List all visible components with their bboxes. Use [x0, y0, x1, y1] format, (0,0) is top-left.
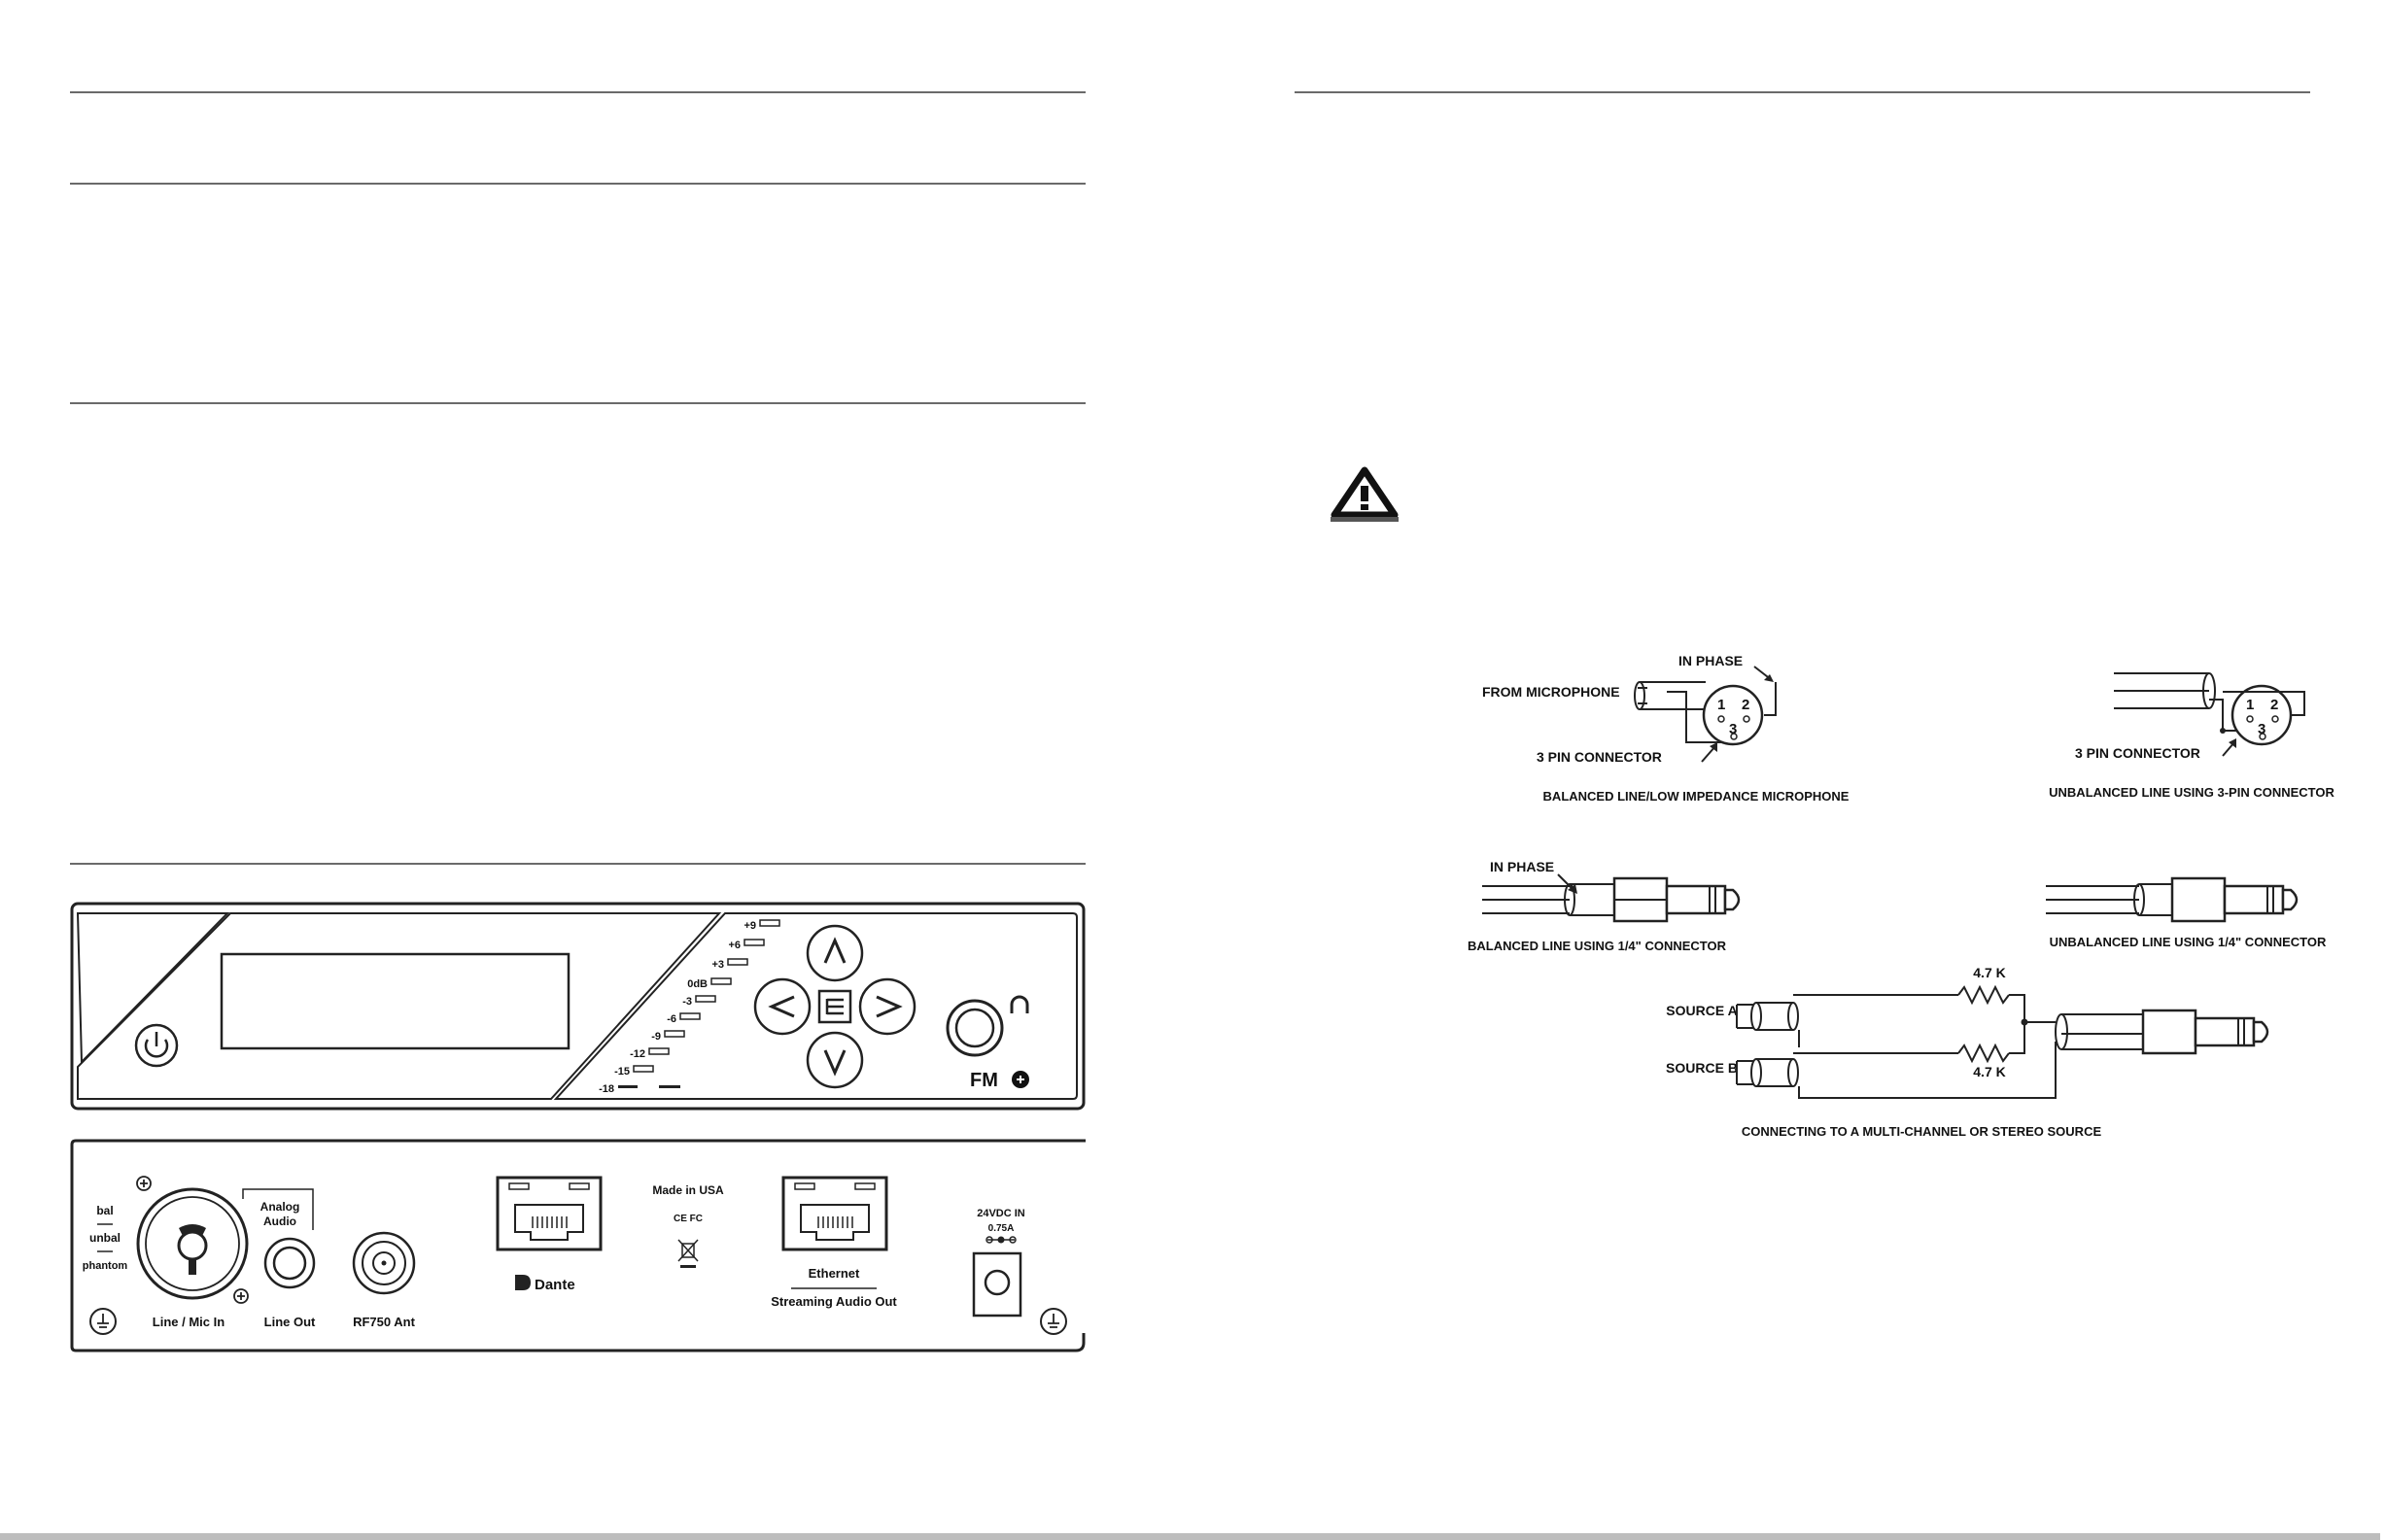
balanced-xlr-diagram: IN PHASE FROM MICROPHONE 1 2 3 3 PIN CON… — [1482, 653, 1850, 804]
wiring-diagrams: IN PHASE FROM MICROPHONE 1 2 3 3 PIN CON… — [1468, 653, 2334, 1139]
pin-3: 3 — [2258, 721, 2265, 737]
pin-connector-label: 3 PIN CONNECTOR — [1537, 749, 1662, 765]
source-b-label: SOURCE B — [1666, 1060, 1738, 1076]
bal-label: bal — [96, 1204, 113, 1217]
meter-label: -9 — [651, 1031, 661, 1043]
in-phase-label: IN PHASE — [1678, 653, 1743, 668]
meter-label: -12 — [630, 1048, 645, 1060]
level-meter: +9 +6 +3 0dB -3 -6 -9 -12 -15 -18 — [599, 919, 780, 1095]
meter-label: -15 — [614, 1066, 630, 1078]
right-page: IN PHASE FROM MICROPHONE 1 2 3 3 PIN CON… — [1191, 0, 2380, 1540]
unbalanced-xlr-diagram: 1 2 3 3 PIN CONNECTOR UNBALANCED LINE US… — [2049, 672, 2334, 800]
resistor-value-label: 4.7 K — [1973, 1064, 2005, 1079]
analog-label: Analog — [260, 1200, 300, 1214]
pin-connector-label: 3 PIN CONNECTOR — [2075, 745, 2200, 761]
nav-left-button[interactable] — [753, 977, 812, 1036]
audio-label: Audio — [263, 1215, 296, 1228]
line-out-jack[interactable] — [263, 1237, 316, 1289]
balanced-xlr-caption: BALANCED LINE/LOW IMPEDANCE MICROPHONE — [1543, 789, 1850, 804]
source-a-label: SOURCE A — [1666, 1003, 1737, 1018]
ce-fcc-label: CE FC — [674, 1214, 703, 1224]
meter-label: -3 — [682, 996, 692, 1008]
pin-1: 1 — [2246, 697, 2254, 713]
front-panel-illustration: +9 +6 +3 0dB -3 -6 -9 -12 -15 -18 — [70, 902, 1086, 1111]
plus-icon — [233, 1288, 249, 1304]
weee-bin-icon — [677, 1239, 699, 1268]
phantom-label: phantom — [83, 1260, 128, 1272]
from-mic-label: FROM MICROPHONE — [1482, 684, 1620, 700]
left-page: +9 +6 +3 0dB -3 -6 -9 -12 -15 -18 — [0, 0, 1190, 1540]
caution-icon — [1331, 466, 1399, 522]
page-bottom-band — [0, 1533, 2380, 1540]
multichannel-diagram: 4.7 K SOURCE A SOURCE B 4.7 K — [1666, 965, 2269, 1139]
meter-label: +3 — [711, 959, 724, 971]
pin-2: 2 — [2270, 697, 2278, 713]
rf-antenna-connector[interactable] — [352, 1231, 416, 1295]
unbalanced-xlr-caption: UNBALANCED LINE USING 3-PIN CONNECTOR — [2049, 785, 2334, 800]
balanced-quarter-caption: BALANCED LINE USING 1/4" CONNECTOR — [1468, 939, 1727, 953]
brand-mark: FM — [970, 1070, 998, 1091]
nav-right-button[interactable] — [858, 977, 916, 1036]
meter-label: 0dB — [687, 978, 708, 990]
pin-1: 1 — [1717, 697, 1725, 713]
dante-label: Dante — [535, 1277, 575, 1293]
dante-network-port[interactable] — [496, 1176, 603, 1251]
meter-label: -6 — [667, 1013, 676, 1025]
ground-screw-icon — [89, 1308, 117, 1335]
unbalanced-quarter-diagram: UNBALANCED LINE USING 1/4" CONNECTOR — [2046, 876, 2327, 949]
power-button[interactable] — [134, 1023, 179, 1068]
dante-logo-icon — [515, 1275, 531, 1290]
section-rule — [1295, 91, 2310, 93]
section-rule — [70, 91, 1086, 93]
resistor-value-label: 4.7 K — [1973, 965, 2005, 980]
multichannel-caption: CONNECTING TO A MULTI-CHANNEL OR STEREO … — [1742, 1124, 2102, 1139]
plus-icon — [136, 1176, 152, 1191]
pin-2: 2 — [1742, 697, 1749, 713]
dc-in-label: 24VDC IN — [977, 1208, 1025, 1219]
ethernet-streaming-port[interactable] — [781, 1176, 888, 1251]
unbal-label: unbal — [89, 1231, 121, 1245]
section-rule — [70, 863, 1086, 865]
line-out-label: Line Out — [264, 1315, 316, 1329]
rear-panel-illustration: bal unbal phantom Line / Mi — [70, 1139, 1086, 1352]
in-phase-label: IN PHASE — [1490, 859, 1554, 874]
section-rule — [70, 183, 1086, 185]
nav-up-button[interactable] — [806, 924, 864, 982]
streaming-label: Streaming Audio Out — [771, 1294, 897, 1309]
lcd-display — [220, 952, 571, 1050]
section-rule — [70, 402, 1086, 404]
headphone-icon — [1010, 995, 1029, 1013]
rf-ant-label: RF750 Ant — [353, 1315, 415, 1329]
dc-power-jack[interactable] — [972, 1251, 1022, 1318]
unbalanced-quarter-caption: UNBALANCED LINE USING 1/4" CONNECTOR — [2050, 935, 2327, 949]
dc-polarity-icon — [986, 1236, 1017, 1244]
assistive-listening-icon — [1012, 1071, 1029, 1088]
dc-amp-label: 0.75A — [988, 1223, 1015, 1234]
made-in-label: Made in USA — [652, 1183, 724, 1197]
meter-label: -18 — [599, 1083, 614, 1095]
line-mic-input-jack[interactable] — [136, 1187, 249, 1300]
ethernet-label: Ethernet — [809, 1266, 860, 1281]
ground-screw-icon — [1040, 1308, 1067, 1335]
balanced-quarter-diagram: IN PHASE BALANCED LINE USING 1/4" CONNEC… — [1468, 859, 1741, 953]
menu-button[interactable] — [817, 989, 852, 1024]
headphone-jack[interactable] — [946, 999, 1004, 1057]
pin-3: 3 — [1729, 721, 1737, 737]
meter-label: +9 — [743, 920, 756, 932]
line-mic-in-label: Line / Mic In — [153, 1315, 225, 1329]
nav-down-button[interactable] — [806, 1031, 864, 1089]
meter-label: +6 — [728, 940, 741, 951]
